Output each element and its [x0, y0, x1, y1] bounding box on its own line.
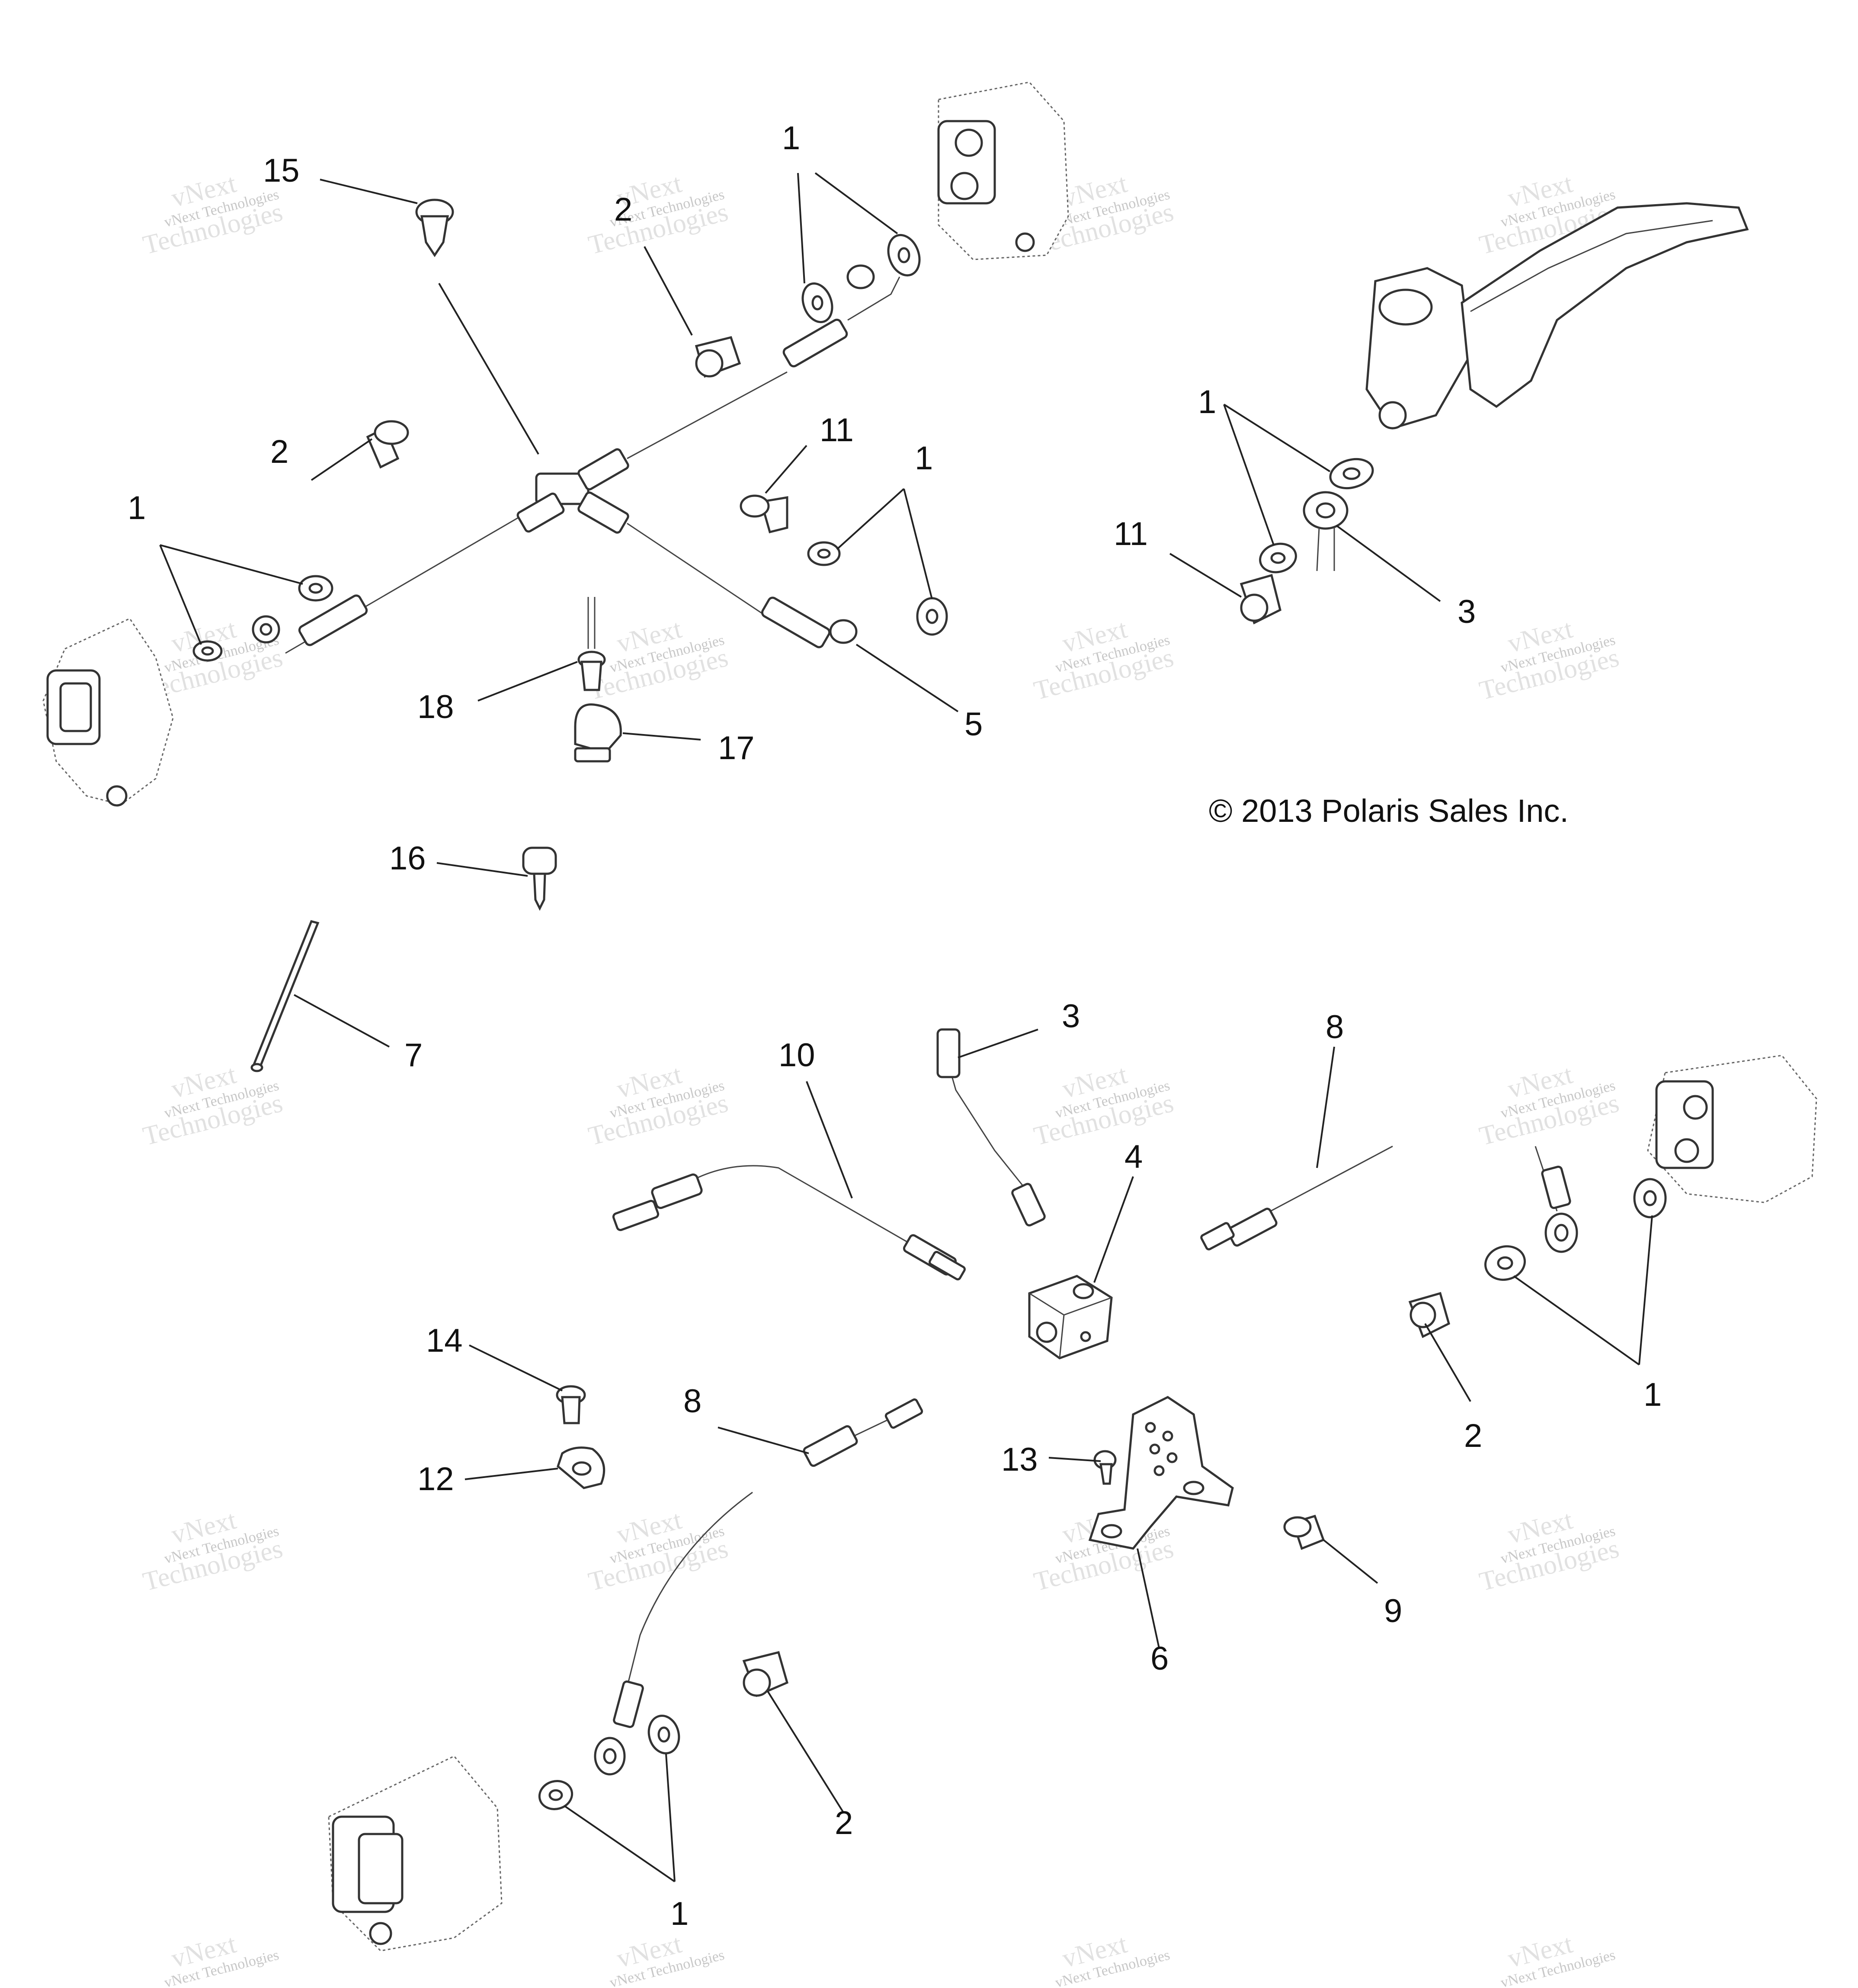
snap-clip [522, 847, 557, 911]
callout-3: 3 [1062, 998, 1080, 1035]
callout-labels: 15 2 1 2 1 11 1 18 17 5 1 11 3 16 7 10 3… [128, 120, 1662, 1932]
callout-1: 1 [1643, 1376, 1662, 1413]
watermark-10: vNext vNext Technologies Technologies [586, 1060, 731, 1151]
distribution-block [1028, 1275, 1113, 1360]
callout-13: 13 [1001, 1441, 1038, 1478]
rear-left-caliper [328, 1755, 503, 1952]
p-clamp-upper [574, 703, 622, 763]
watermark-14: vNext vNext Technologies Technologies [586, 1505, 731, 1597]
watermark-11: vNext vNext Technologies Technologies [1031, 1060, 1176, 1151]
callout-15: 15 [263, 152, 300, 189]
callout-6: 6 [1150, 1640, 1169, 1677]
callout-8: 8 [1326, 1009, 1344, 1045]
copyright-notice: © 2013 Polaris Sales Inc. [1209, 793, 1569, 829]
callout-9: 9 [1384, 1593, 1402, 1629]
master-cylinder-lever [1365, 202, 1749, 430]
callout-2: 2 [1464, 1417, 1482, 1454]
callout-1: 1 [915, 440, 933, 477]
watermark-20: vNext vNext Technologies [1499, 1929, 1617, 1988]
brake-tee-junction [516, 448, 629, 534]
callout-2: 2 [270, 433, 288, 470]
small-bolt-item-9 [1283, 1514, 1325, 1550]
leader-lines [159, 172, 1653, 1882]
callout-1: 1 [128, 490, 146, 526]
bolts-upper [366, 336, 1281, 625]
rear-right-caliper [1647, 1055, 1817, 1203]
brake-line-item-3-lower [936, 1028, 1046, 1227]
push-pin-fastener [415, 199, 454, 257]
callout-17: 17 [718, 730, 755, 766]
callout-3: 3 [1458, 593, 1476, 630]
brake-line-item-8-upper [1200, 1145, 1393, 1251]
callout-1: 1 [670, 1895, 689, 1932]
watermark-18: vNext vNext Technologies [608, 1929, 726, 1988]
callout-1: 1 [1198, 384, 1216, 420]
washers-upper [192, 234, 1374, 662]
pin-rod [250, 920, 320, 1072]
watermark-19: vNext vNext Technologies [1054, 1929, 1172, 1988]
callout-5: 5 [964, 706, 983, 743]
brake-line-right-lower [627, 523, 858, 648]
callout-11: 11 [820, 412, 854, 449]
washers-lower [538, 1178, 1667, 1810]
brake-line-right-upper [627, 264, 900, 459]
watermark-13: vNext vNext Technologies Technologies [140, 1505, 285, 1597]
callout-10: 10 [778, 1037, 815, 1074]
callout-4: 4 [1124, 1138, 1143, 1175]
watermark-9: vNext vNext Technologies Technologies [140, 1060, 285, 1151]
screw-item-14 [556, 1385, 586, 1424]
brake-line-item-10 [612, 1165, 966, 1281]
brake-line-item-8-lower [594, 1398, 923, 1776]
watermarks: vNext vNext Technologies Technologies vN… [140, 169, 1622, 1988]
banjo-line-rear-right [1534, 1146, 1578, 1253]
front-left-caliper [42, 618, 174, 807]
rivet-fastener [577, 597, 606, 691]
screw-item-13 [1093, 1450, 1117, 1485]
p-clamp-lower [557, 1446, 605, 1489]
brake-line-left [252, 514, 524, 654]
callout-11: 11 [1114, 516, 1148, 552]
front-right-caliper [937, 81, 1069, 260]
callout-18: 18 [417, 689, 454, 725]
bolts-lower [742, 1292, 1450, 1697]
callout-1: 1 [782, 120, 800, 157]
callout-2: 2 [614, 191, 632, 228]
watermark-2: vNext vNext Technologies Technologies [586, 169, 731, 260]
watermark-17: vNext vNext Technologies [163, 1929, 281, 1988]
callout-7: 7 [404, 1037, 423, 1074]
callout-8: 8 [683, 1383, 702, 1420]
watermark-8: vNext vNext Technologies Technologies [1477, 614, 1622, 706]
callout-14: 14 [426, 1322, 463, 1359]
mounting-bracket [1088, 1396, 1234, 1550]
watermark-7: vNext vNext Technologies Technologies [1031, 614, 1176, 706]
banjo-fitting-upper [1303, 491, 1349, 571]
watermark-12: vNext vNext Technologies Technologies [1477, 1060, 1622, 1151]
callout-12: 12 [417, 1461, 454, 1497]
watermark-16: vNext vNext Technologies Technologies [1477, 1505, 1622, 1597]
callout-2: 2 [835, 1805, 853, 1841]
callout-16: 16 [389, 840, 426, 877]
